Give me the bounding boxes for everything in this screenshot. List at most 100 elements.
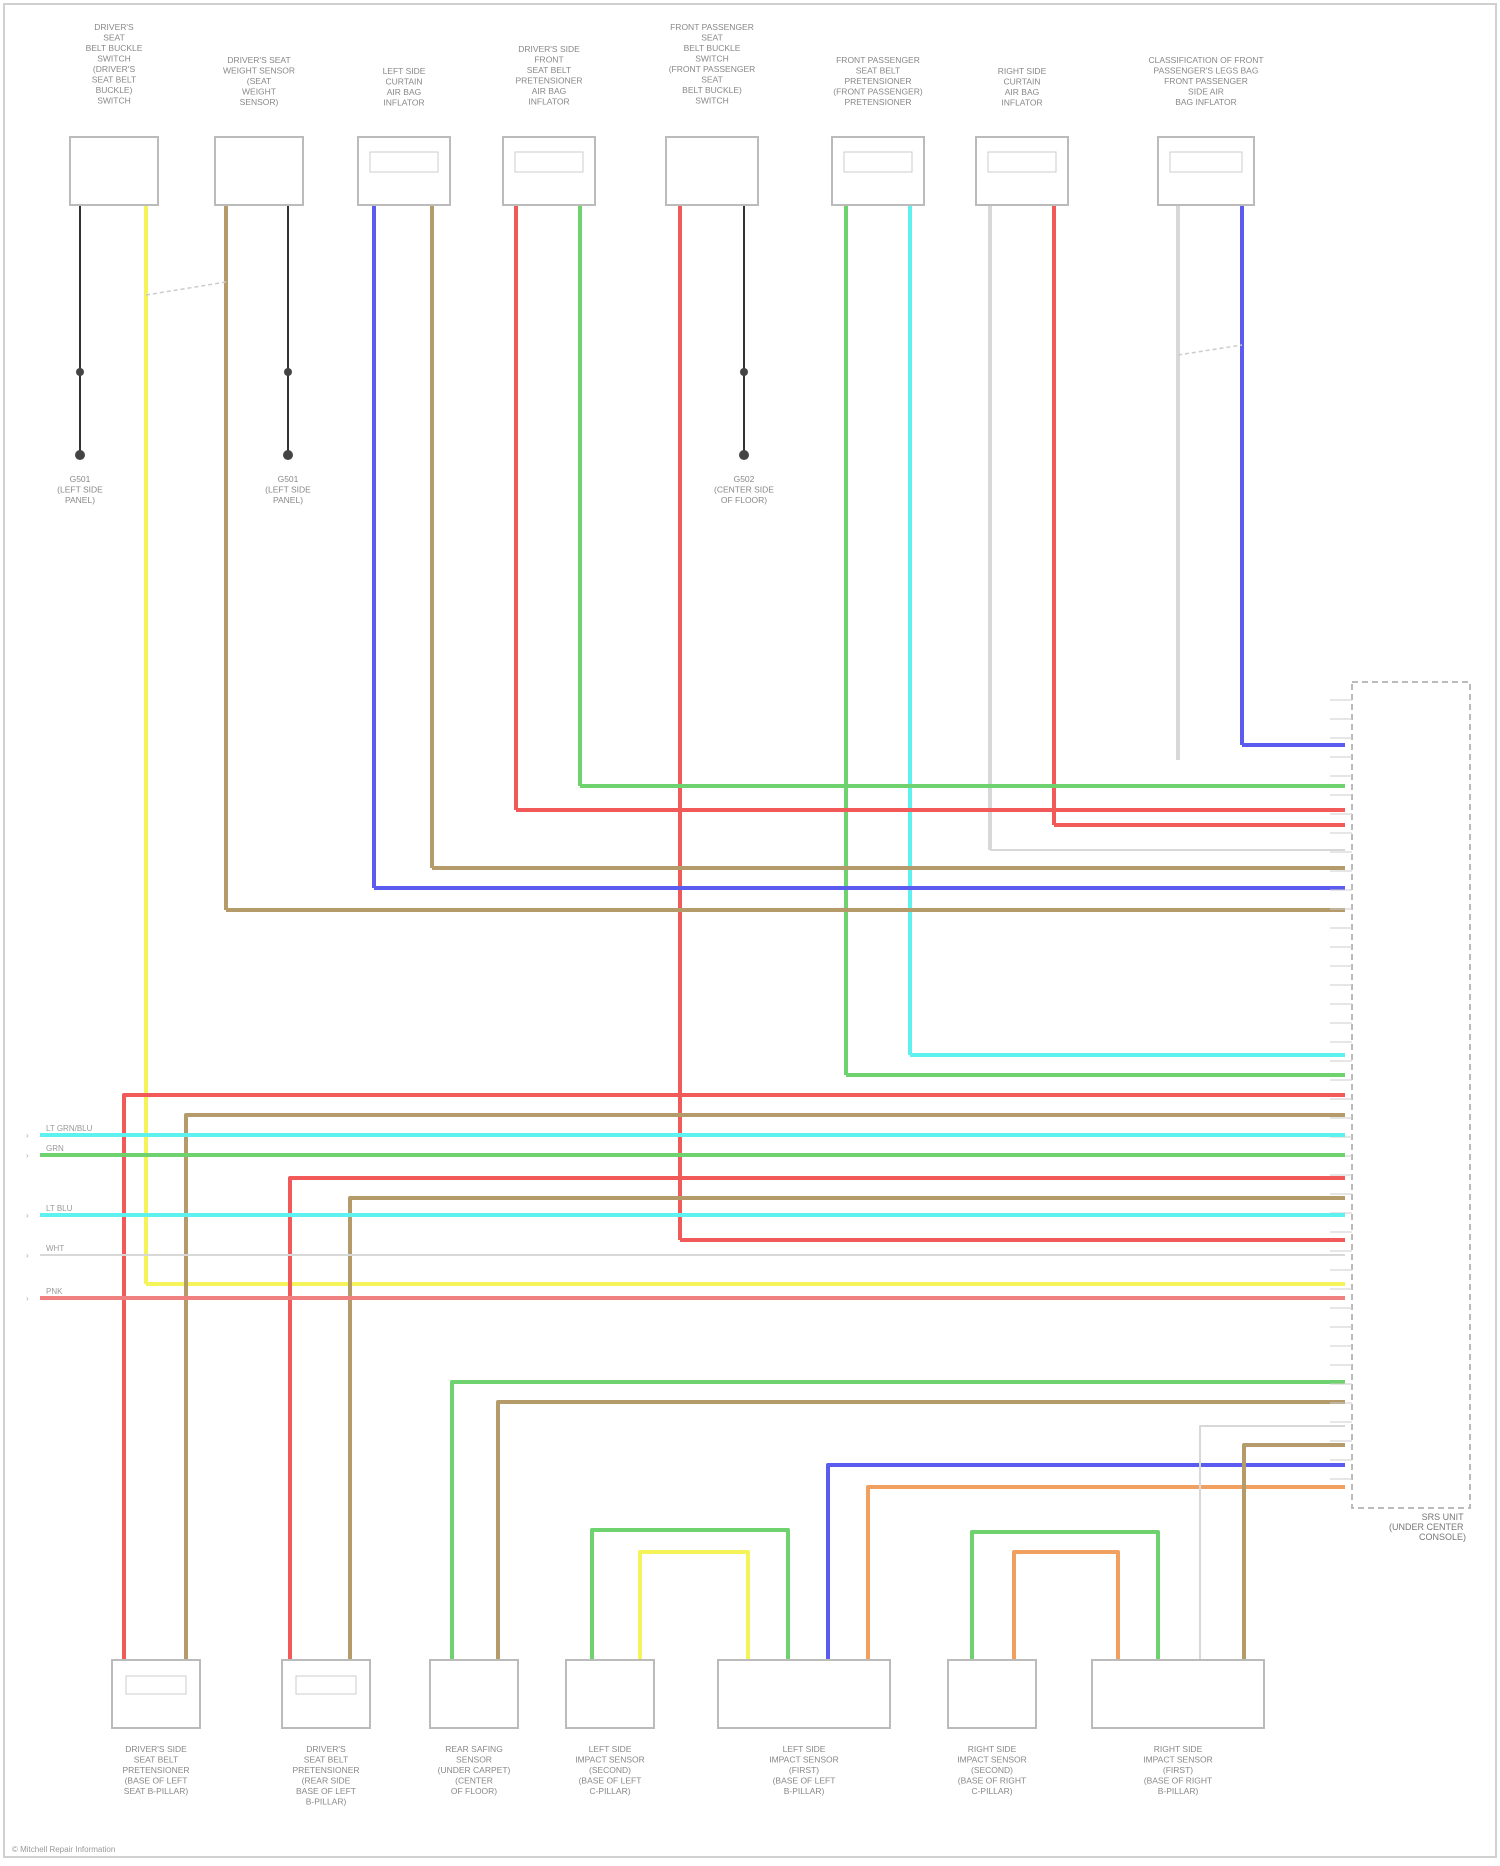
top-component: DRIVER'S SEATWEIGHT SENSOR(SEATWEIGHTSEN… <box>215 55 303 205</box>
bottom-component-label-line: REAR SAFING <box>445 1744 503 1754</box>
wire-bottom-12 <box>1200 1426 1345 1660</box>
top-component-label-line: BELT BUCKLE) <box>682 85 742 95</box>
bottom-component-label-line: PRETENSIONER <box>292 1765 359 1775</box>
bottom-component-label-line: C-PILLAR) <box>971 1786 1012 1796</box>
top-component-label: FRONT PASSENGERSEAT BELTPRETENSIONER(FRO… <box>833 55 923 107</box>
top-component-label-line: AIR BAG <box>387 87 421 97</box>
top-component-label-line: DRIVER'S SIDE <box>518 44 580 54</box>
top-component: LEFT SIDECURTAINAIR BAGINFLATOR <box>358 66 450 205</box>
bottom-component-label-line: DRIVER'S <box>306 1744 346 1754</box>
top-component-label-line: CLASSIFICATION OF FRONT <box>1148 55 1263 65</box>
top-component-label: RIGHT SIDECURTAINAIR BAGINFLATOR <box>998 66 1047 108</box>
bottom-component-label-line: (BASE OF LEFT <box>579 1776 642 1786</box>
bottom-component-label-line: (BASE OF LEFT <box>125 1776 188 1786</box>
bottom-component-box <box>718 1660 890 1728</box>
bottom-component-label-line: (SECOND) <box>971 1765 1013 1775</box>
top-component-label-line: SWITCH <box>695 96 729 106</box>
top-component-box <box>832 137 924 205</box>
input-arrow: › <box>26 1211 29 1220</box>
wires-layer <box>80 205 1345 1660</box>
input-arrow: › <box>26 1294 29 1303</box>
input-label: GRN <box>46 1144 64 1153</box>
bottom-component-label-line: PRETENSIONER <box>122 1765 189 1775</box>
input-arrow: › <box>26 1251 29 1260</box>
bottom-component-label-line: (SECOND) <box>589 1765 631 1775</box>
ground-terminal <box>283 450 293 460</box>
top-component-label-line: PRETENSIONER <box>515 76 582 86</box>
top-component-label-line: SENSOR) <box>240 97 279 107</box>
bottom-component-label-line: SEAT BELT <box>304 1755 348 1765</box>
top-component-label-line: BUCKLE) <box>96 85 133 95</box>
ground-label-line: (CENTER SIDE <box>714 485 774 495</box>
ground-label-line: OF FLOOR) <box>721 495 767 505</box>
srs-unit-box <box>1352 682 1470 1508</box>
top-component-label-line: LEFT SIDE <box>383 66 426 76</box>
bottom-component-label-line: (BASE OF RIGHT <box>1144 1776 1212 1786</box>
bottom-component-label-line: (CENTER <box>455 1776 493 1786</box>
bottom-component: LEFT SIDEIMPACT SENSOR(FIRST)(BASE OF LE… <box>718 1660 890 1796</box>
bottom-component-label-line: B-PILLAR) <box>784 1786 825 1796</box>
bottom-component-label-line: (FIRST) <box>789 1765 819 1775</box>
bottom-component-label-line: LEFT SIDE <box>589 1744 632 1754</box>
input-line: ›PNK <box>26 1287 1345 1303</box>
input-arrow: › <box>26 1151 29 1160</box>
top-component-label-line: INFLATOR <box>528 97 569 107</box>
top-component-label-line: WEIGHT SENSOR <box>223 66 295 76</box>
top-component-label-line: FRONT PASSENGER <box>670 22 754 32</box>
ground-label-line: PANEL) <box>65 495 95 505</box>
top-component-label-line: (FRONT PASSENGER) <box>833 87 923 97</box>
top-component-label-line: SIDE AIR <box>1188 87 1224 97</box>
top-component-box <box>1158 137 1254 205</box>
top-component-label-line: FRONT <box>534 55 563 65</box>
top-component-label-line: BAG INFLATOR <box>1175 97 1237 107</box>
input-line: ›LT GRN/BLU <box>26 1124 1345 1140</box>
bottom-component-label-line: B-PILLAR) <box>306 1797 347 1807</box>
bottom-component-label-line: C-PILLAR) <box>589 1786 630 1796</box>
bottom-component-box <box>566 1660 654 1728</box>
bottom-component-label-line: (BASE OF LEFT <box>773 1776 836 1786</box>
top-component: DRIVER'SSEATBELT BUCKLESWITCH(DRIVER'SSE… <box>70 22 158 205</box>
ground-label-line: PANEL) <box>273 495 303 505</box>
ground-label-line: G501 <box>278 474 299 484</box>
wire-bottom-9 <box>868 1487 1345 1660</box>
top-component-label-line: DRIVER'S SEAT <box>227 55 290 65</box>
bottom-component-label-line: IMPACT SENSOR <box>1143 1755 1213 1765</box>
top-component-label-line: INFLATOR <box>383 98 424 108</box>
top-component-label-line: BELT BUCKLE <box>684 43 741 53</box>
wire-bottom-11 <box>1014 1552 1118 1660</box>
top-component-label-line: SEAT <box>701 33 723 43</box>
bottom-component-label-line: (BASE OF RIGHT <box>958 1776 1026 1786</box>
top-component-label-line: CURTAIN <box>1004 77 1041 87</box>
input-line: ›WHT <box>26 1244 1345 1260</box>
bottom-component-label-line: RIGHT SIDE <box>968 1744 1017 1754</box>
top-component-label-line: INFLATOR <box>1001 98 1042 108</box>
bottom-component-box <box>1092 1660 1264 1728</box>
top-component-label-line: BELT BUCKLE <box>86 43 143 53</box>
ground-terminal <box>75 450 85 460</box>
left-inputs: ›LT GRN/BLU›GRN›LT BLU›WHT›PNK <box>26 1124 1345 1303</box>
top-component-label-line: PRETENSIONER <box>844 97 911 107</box>
splice-dot <box>76 368 84 376</box>
splice-dot <box>284 368 292 376</box>
bottom-component-label-line: LEFT SIDE <box>783 1744 826 1754</box>
bottom-component-label-line: SENSOR <box>456 1755 492 1765</box>
top-component-label-line: SEAT BELT <box>92 75 136 85</box>
ground-point: G502(CENTER SIDEOF FLOOR) <box>714 368 774 505</box>
top-component-label: DRIVER'S SEATWEIGHT SENSOR(SEATWEIGHTSEN… <box>223 55 295 107</box>
ground-label-line: G501 <box>70 474 91 484</box>
bottom-component-label: DRIVER'S SIDESEAT BELTPRETENSIONER(BASE … <box>122 1744 189 1796</box>
wire-bottom-4 <box>452 1382 1345 1660</box>
